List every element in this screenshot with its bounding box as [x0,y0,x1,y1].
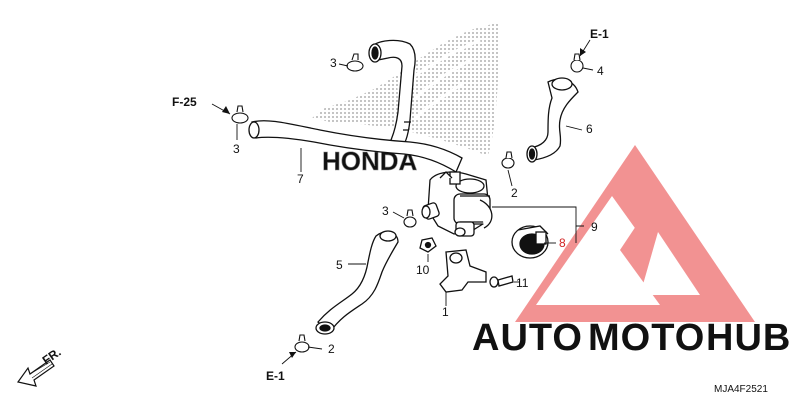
clamp-2-lower [294,334,310,353]
bracket-1 [439,249,487,293]
ref-e1-bottom: E-1 [266,369,285,383]
callout-6: 6 [586,122,593,136]
nut-10 [419,237,437,253]
bolt-11 [489,275,514,288]
reference-labels: F-25 E-1 E-1 [172,27,609,383]
callout-2-lower: 2 [328,342,335,356]
reference-arrows [222,48,586,358]
hose-7 [248,120,463,173]
callout-3-top: 3 [330,56,337,70]
callout-3-mid: 3 [382,204,389,218]
clamp-3-mid [403,209,417,228]
callout-4: 4 [597,64,604,78]
arrow-e1-bottom [289,352,296,358]
callout-9: 9 [591,220,598,234]
hose-5 [315,230,399,335]
front-arrow-icon: FR. [16,345,64,387]
diagram-code: MJA4F2521 [714,384,768,395]
callout-11: 11 [516,276,529,290]
arrow-f25 [222,106,230,114]
callout-8: 8 [559,236,566,250]
clamp-2-upper [501,151,515,169]
callout-2-upper: 2 [511,186,518,200]
watermark-moto: MOTO [588,317,705,359]
clamp-4 [570,53,584,73]
ref-f25: F-25 [172,95,197,109]
ref-e1-top: E-1 [590,27,609,41]
watermark-auto: AUTO [472,317,583,359]
watermark-text: AUTO MOTO HUB [472,317,791,359]
callout-5: 5 [336,258,343,272]
clamp-3-top [346,53,364,72]
watermark-triangle-logo [515,145,755,322]
small-clamps [231,53,584,353]
air-valve-assembly [421,171,493,237]
callout-numbers: 3 3 7 4 6 2 3 5 9 8 10 1 11 2 [233,56,604,356]
watermark-hub: HUB [706,317,791,359]
callout-10: 10 [416,263,430,277]
callout-7: 7 [297,172,304,186]
hose-6 [526,77,579,163]
arrow-e1-top [580,48,586,56]
callout-1: 1 [442,305,449,319]
callout-3-left: 3 [233,142,240,156]
clamp-3-left [231,105,249,124]
clamp-8 [511,225,549,259]
